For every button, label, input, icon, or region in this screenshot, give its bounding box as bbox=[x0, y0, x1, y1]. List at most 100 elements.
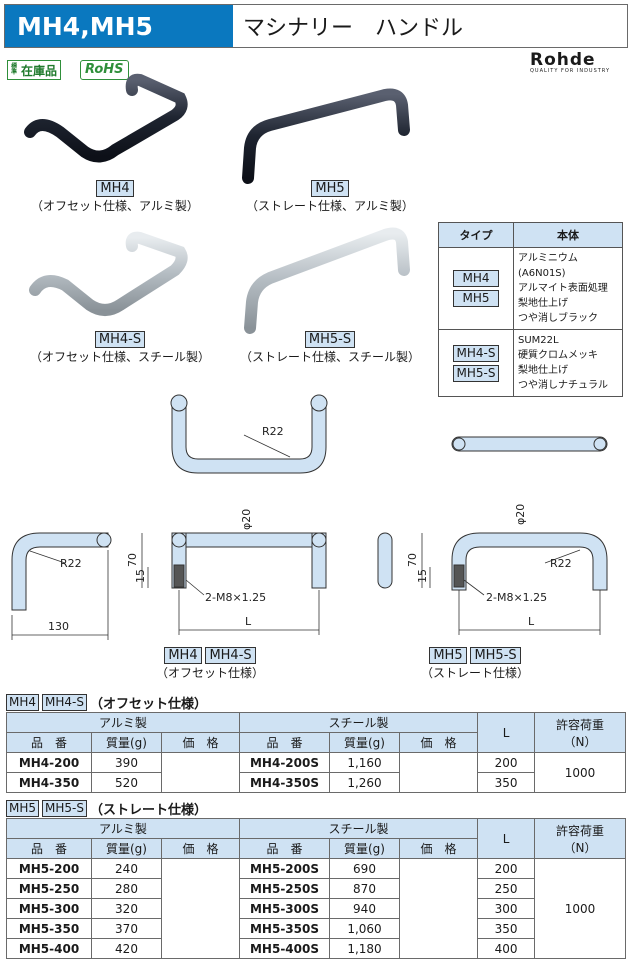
table-cell bbox=[398, 858, 479, 959]
table-cell: 400 bbox=[477, 938, 536, 959]
spec-steel-body: SUM22L 硬質クロムメッキ 梨地仕上げ つや消しナチュラル bbox=[513, 329, 623, 397]
offset-drawing-caption: MH4 MH4-S（オフセット仕様） bbox=[155, 647, 264, 680]
table-header-cell: アルミ製 bbox=[6, 712, 240, 733]
offset-front-view bbox=[171, 532, 327, 548]
table-cell: 870 bbox=[329, 878, 400, 899]
table-cell: MH5-400S bbox=[239, 938, 330, 959]
table-cell bbox=[398, 752, 479, 793]
standard-stock-badge: 標準在庫品 bbox=[7, 60, 62, 80]
dim-130: 130 bbox=[48, 620, 69, 633]
table-cell: 420 bbox=[91, 938, 162, 959]
table-cell: 940 bbox=[329, 898, 400, 919]
table-cell: MH5-200 bbox=[6, 858, 92, 879]
table-cell: MH4-350S bbox=[239, 772, 330, 793]
table-cell: 690 bbox=[329, 858, 400, 879]
dim-r22-side: R22 bbox=[60, 557, 82, 570]
table-header-cell: 価 格 bbox=[398, 732, 479, 753]
dim-phi20-straight: φ20 bbox=[514, 504, 527, 525]
table-cell: 300 bbox=[477, 898, 536, 919]
dim-70-straight: 70 bbox=[406, 553, 419, 567]
mh5-handle-photo bbox=[242, 88, 410, 184]
table-cell: 200 bbox=[477, 752, 536, 773]
table-cell: MH4-200 bbox=[6, 752, 92, 773]
dim-thread-straight: 2-M8×1.25 bbox=[486, 591, 547, 604]
product-name-title: マシナリー ハンドル bbox=[233, 5, 627, 47]
spec-body-header: 本体 bbox=[513, 222, 623, 248]
table-header-cell: 品 番 bbox=[6, 838, 92, 859]
rohs-badge: RoHS bbox=[80, 60, 129, 80]
mh4-caption: MH4（オフセット仕様、アルミ製） bbox=[31, 180, 199, 213]
table-cell: 1,160 bbox=[329, 752, 400, 773]
table-cell: 280 bbox=[91, 878, 162, 899]
table-header-cell: 品 番 bbox=[239, 732, 330, 753]
table-header-cell: 質量(g) bbox=[91, 838, 162, 859]
table-header-cell: 許容荷重（N） bbox=[534, 712, 627, 753]
mh5s-caption: MH5-S（ストレート仕様、スチール製） bbox=[239, 331, 420, 364]
dim-70-offset: 70 bbox=[126, 553, 139, 567]
table-cell: 320 bbox=[91, 898, 162, 919]
table-cell: 1,060 bbox=[329, 918, 400, 939]
page-header: MH4,MH5 マシナリー ハンドル bbox=[4, 4, 628, 48]
mh4-handle-photo bbox=[24, 73, 188, 163]
table-header-cell: 質量(g) bbox=[91, 732, 162, 753]
table-header-cell: 品 番 bbox=[6, 732, 92, 753]
table-cell bbox=[161, 858, 240, 959]
table-cell: 370 bbox=[91, 918, 162, 939]
table-header-cell: L bbox=[477, 818, 536, 859]
table-cell: 200 bbox=[477, 858, 536, 879]
dim-r22-straight: R22 bbox=[550, 557, 572, 570]
table-header-cell: 価 格 bbox=[161, 732, 240, 753]
straight-top-view bbox=[451, 436, 608, 452]
table-cell: MH4-350 bbox=[6, 772, 92, 793]
table-cell: MH5-250 bbox=[6, 878, 92, 899]
straight-side-view bbox=[377, 532, 393, 589]
table-cell: MH5-350S bbox=[239, 918, 330, 939]
table-header-cell: L bbox=[477, 712, 536, 753]
product-photos bbox=[24, 73, 410, 334]
table-cell: 520 bbox=[91, 772, 162, 793]
table-cell: 1,180 bbox=[329, 938, 400, 959]
table-cell: 350 bbox=[477, 772, 536, 793]
table-cell: MH4-200S bbox=[239, 752, 330, 773]
table-header-cell: スチール製 bbox=[238, 818, 479, 839]
mh5s-handle-photo bbox=[244, 227, 410, 334]
mh5-caption: MH5（ストレート仕様、アルミ製） bbox=[246, 180, 414, 213]
table-header-cell: 品 番 bbox=[239, 838, 330, 859]
table-cell: 1000 bbox=[534, 858, 627, 959]
table-cell: 350 bbox=[477, 918, 536, 939]
table-cell: MH5-400 bbox=[6, 938, 92, 959]
straight-drawing-caption: MH5 MH5-S（ストレート仕様） bbox=[420, 647, 529, 680]
product-code-title: MH4,MH5 bbox=[5, 5, 233, 47]
table-cell: 1000 bbox=[534, 752, 627, 793]
dim-l-offset: L bbox=[245, 615, 252, 628]
table-cell: MH5-200S bbox=[239, 858, 330, 879]
dim-15-straight: 15 bbox=[416, 569, 429, 583]
table-cell: MH5-350 bbox=[6, 918, 92, 939]
table-cell: 250 bbox=[477, 878, 536, 899]
table-header-cell: 質量(g) bbox=[329, 838, 400, 859]
offset-top-view bbox=[171, 402, 327, 474]
table-header-cell: 価 格 bbox=[161, 838, 240, 859]
straight-front-view bbox=[451, 532, 608, 591]
table-cell: 1,260 bbox=[329, 772, 400, 793]
table-header-cell: スチール製 bbox=[238, 712, 479, 733]
spec-type-header: タイプ bbox=[438, 222, 514, 248]
rohde-logo: Rohde QUALITY FOR INDUSTRY bbox=[530, 50, 611, 74]
table-cell: MH5-300S bbox=[239, 898, 330, 919]
dim-15-offset: 15 bbox=[134, 569, 147, 583]
mh4s-caption: MH4-S（オフセット仕様、スチール製） bbox=[29, 331, 210, 364]
spec-aluminium-body: アルミニウム(A6N01S) アルマイト表面処理 梨地仕上げ つや消しブラック bbox=[513, 247, 623, 330]
table-cell: 240 bbox=[91, 858, 162, 879]
table-cell: 390 bbox=[91, 752, 162, 773]
table-header-cell: 価 格 bbox=[398, 838, 479, 859]
